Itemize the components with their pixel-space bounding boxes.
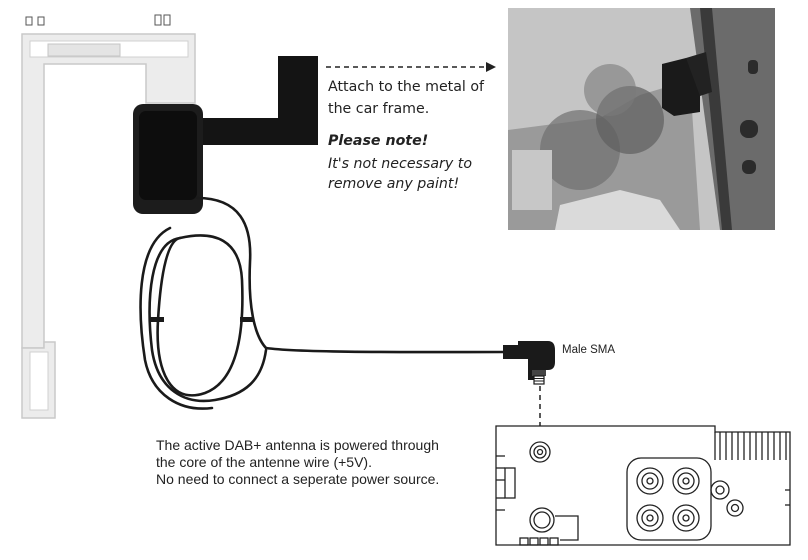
- arrow-to-photo: [326, 62, 496, 72]
- note-line-2: remove any paint!: [328, 176, 460, 192]
- note-line-1: It's not necessary to: [328, 156, 473, 172]
- sma-connector: [503, 341, 555, 385]
- note-title: Please note!: [328, 133, 429, 149]
- power-info: The active DAB+ antenna is powered throu…: [156, 437, 439, 488]
- power-line-1: The active DAB+ antenna is powered throu…: [156, 437, 439, 453]
- antenna-cable: [139, 196, 507, 410]
- note-body: It's not necessary to remove any paint!: [328, 154, 472, 194]
- connector-label: Male SMA: [562, 344, 616, 356]
- attach-line-2: the car frame.: [328, 101, 430, 117]
- antenna-film-strip: [21, 14, 196, 419]
- radio-back-panel: [495, 425, 791, 546]
- cable-clip: [240, 317, 254, 322]
- cable-clip: [150, 317, 164, 322]
- attach-instruction: Attach to the metal of the car frame.: [328, 76, 484, 120]
- attach-line-1: Attach to the metal of: [328, 79, 485, 95]
- power-line-3: No need to connect a seperate power sour…: [156, 471, 440, 487]
- antenna-module: [133, 56, 318, 214]
- power-line-2: the core of the antenne wire (+5V).: [156, 454, 372, 470]
- car-frame-photo: [508, 8, 775, 230]
